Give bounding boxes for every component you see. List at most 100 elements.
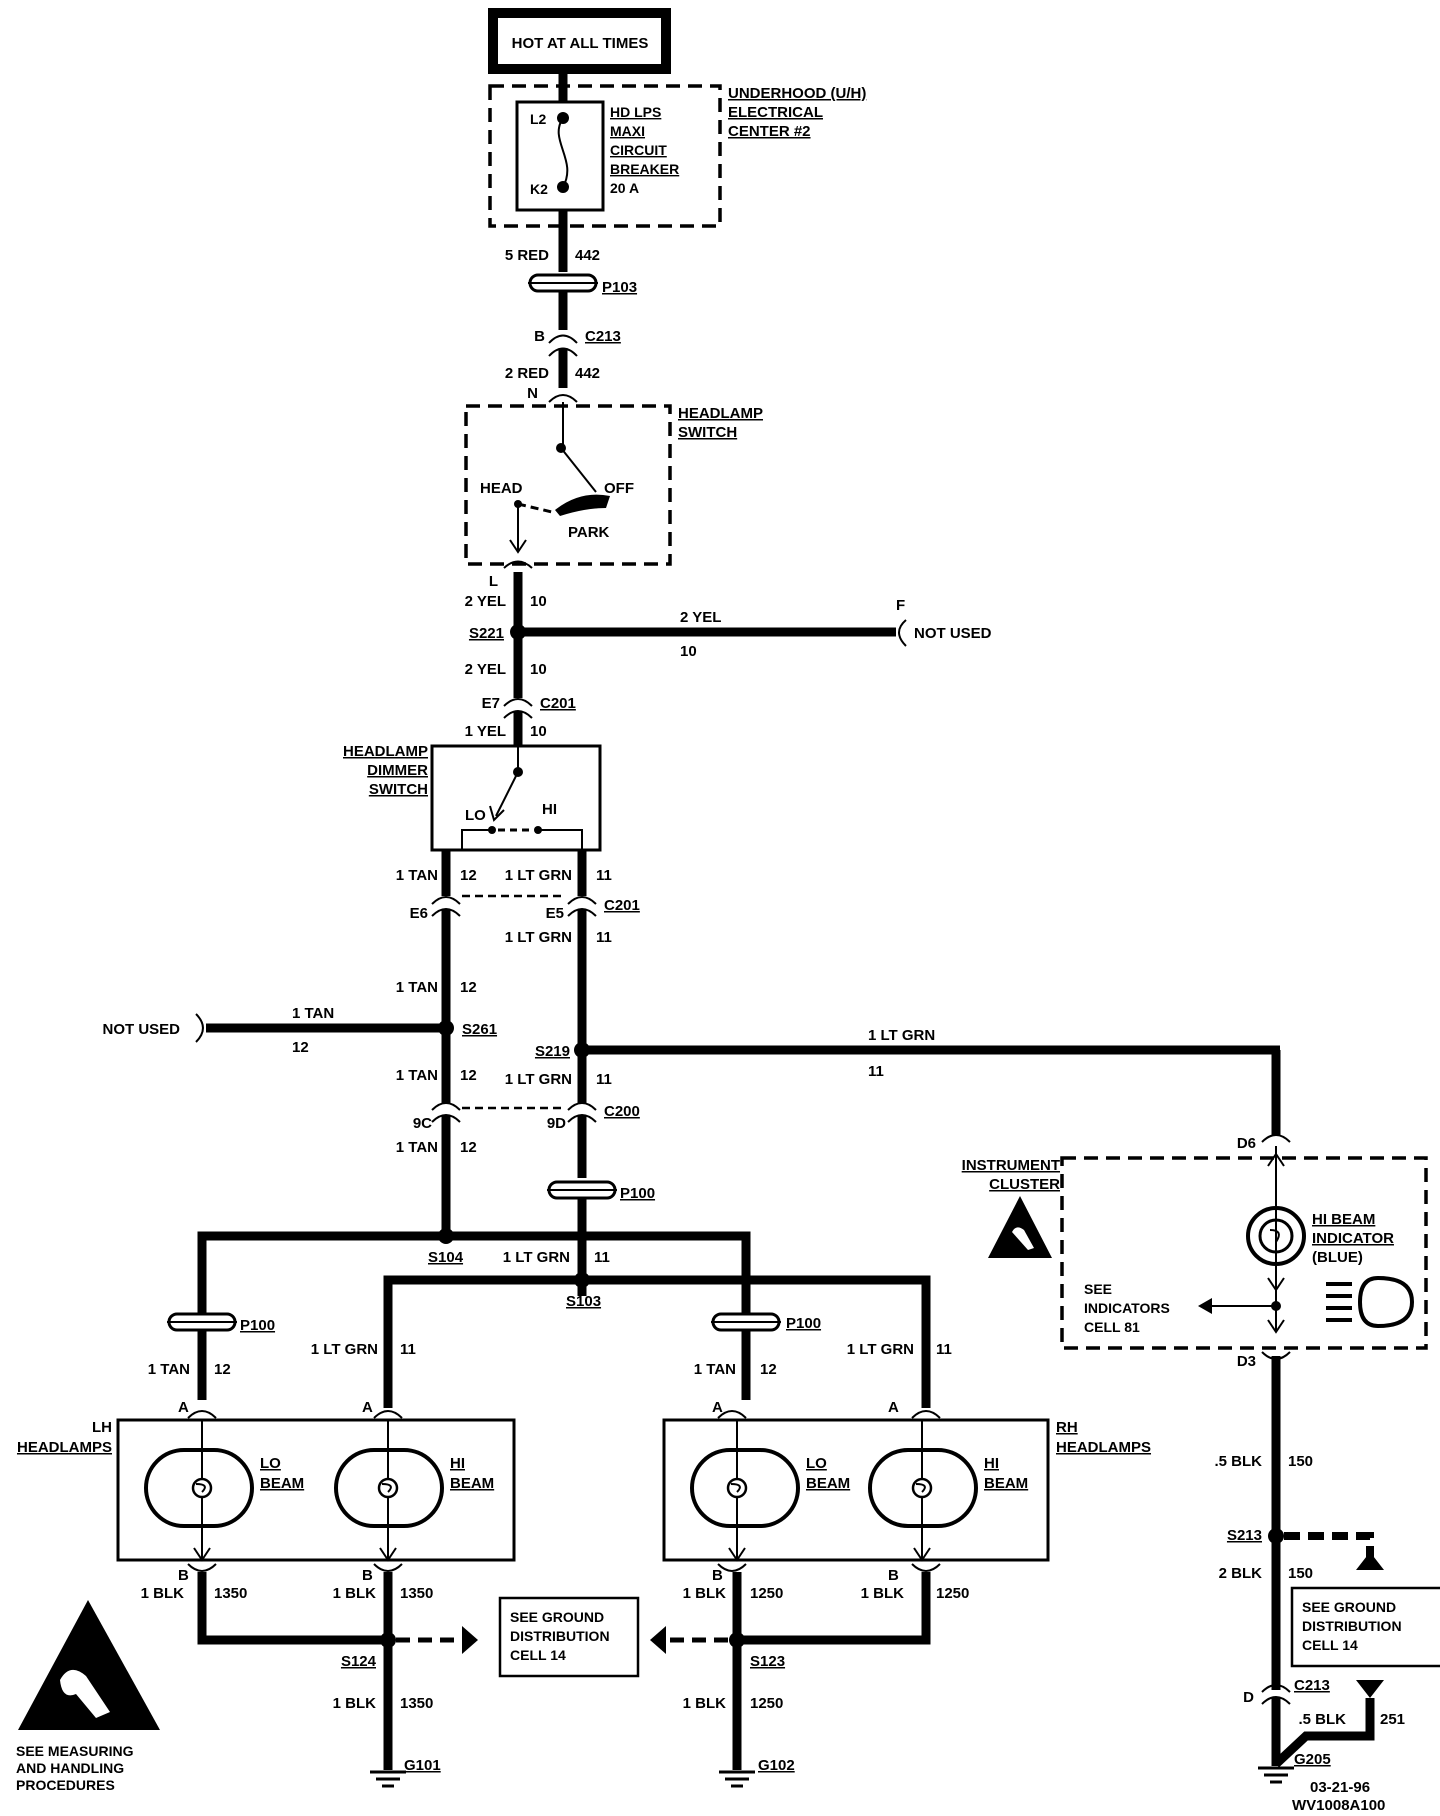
c213-bottom-name: C213	[1294, 1677, 1330, 1694]
wire-tan-circuit-4: 12	[460, 1139, 477, 1156]
wire-tan-gauge-4: 1 TAN	[396, 1139, 438, 1156]
branch-f-circuit: 10	[680, 643, 697, 660]
wire-s221-gauge: 2 YEL	[465, 661, 506, 678]
c201-mid-pin-right: E5	[546, 905, 564, 922]
rh-tan-gauge: 1 TAN	[694, 1361, 736, 1378]
wire-ltgrn-circuit-3: 11	[596, 1071, 612, 1088]
rh-ltgrn-gauge: 1 LT GRN	[847, 1341, 914, 1358]
c201-mid-pin-left: E6	[410, 905, 428, 922]
dimmer-lo-label: LO	[465, 807, 486, 824]
breaker-label-3: CIRCUIT	[610, 142, 667, 158]
wire-tan-circuit-2: 12	[460, 979, 477, 996]
ground-distribution-note-right	[1290, 1586, 1440, 1668]
splice-s104-label: S104	[428, 1249, 464, 1266]
see-indicators-3: CELL 81	[1084, 1319, 1140, 1335]
rh-ground-gauge: 1 BLK	[683, 1695, 727, 1712]
lh-lo-ground-circuit: 1350	[214, 1585, 247, 1602]
branch-s261-circuit: 12	[292, 1039, 309, 1056]
ground-g205-symbol	[1258, 1766, 1294, 1784]
splice-s104	[438, 1228, 454, 1244]
c213-top-name: C213	[585, 328, 621, 345]
rh-lo-ground-gauge: 1 BLK	[683, 1585, 727, 1602]
rh-hi-label-2: BEAM	[984, 1475, 1028, 1492]
p100-grommet-right	[711, 1312, 781, 1332]
lh-hi-label-2: BEAM	[450, 1475, 494, 1492]
underhood-electrical-center	[488, 84, 722, 228]
p103-label: P103	[602, 279, 637, 296]
breaker-label-1: HD LPS	[610, 104, 661, 120]
splice-s124-label: S124	[341, 1653, 377, 1670]
esd-note-1: SEE MEASURING	[16, 1743, 134, 1759]
wire-ltgrn-gauge-4: 1 LT GRN	[503, 1249, 570, 1266]
wire-s213-gauge: 2 BLK	[1219, 1565, 1263, 1582]
not-used-s261-label: NOT USED	[102, 1021, 180, 1038]
lh-ground-circuit: 1350	[400, 1695, 433, 1712]
wire-g205-circuit: 251	[1380, 1711, 1405, 1728]
c201-mid-name: C201	[604, 897, 640, 914]
lh-hi-beam-lamp	[334, 1420, 444, 1560]
branch-s219-circuit: 11	[868, 1063, 884, 1080]
underhood-label-1: UNDERHOOD (U/H)	[728, 85, 866, 102]
rh-pin-b-lo: B	[712, 1567, 723, 1584]
high-beam-symbol-icon	[1326, 1275, 1415, 1329]
cluster-pin-d3: D3	[1237, 1353, 1256, 1370]
splice-s123-label: S123	[750, 1653, 785, 1670]
c201-top-name: C201	[540, 695, 576, 712]
esd-note-2: AND HANDLING	[16, 1760, 124, 1776]
wire-tan-circuit-3: 12	[460, 1067, 477, 1084]
terminal-l2: L2	[530, 111, 547, 127]
see-indicators-2: INDICATORS	[1084, 1300, 1170, 1316]
lh-hi-label-1: HI	[450, 1455, 465, 1472]
lh-pin-b-hi: B	[362, 1567, 373, 1584]
wire-dimmer-in-gauge: 1 YEL	[465, 723, 506, 740]
wire-c213-circuit: 442	[575, 365, 600, 382]
rh-headlamps-label-1: RH	[1056, 1419, 1078, 1436]
lh-ltgrn-circuit: 11	[400, 1341, 416, 1358]
lh-tan-circuit: 12	[214, 1361, 231, 1378]
lh-ground-gauge: 1 BLK	[333, 1695, 377, 1712]
lh-tan-gauge: 1 TAN	[148, 1361, 190, 1378]
terminal-k2: K2	[530, 181, 548, 197]
wire-ltgrn-circuit-4: 11	[594, 1249, 610, 1266]
ground-g101-label: G101	[404, 1757, 441, 1774]
lh-pin-a-hi: A	[362, 1399, 373, 1416]
dimmer-label-1: HEADLAMP	[343, 743, 428, 760]
wire-g205-gauge: .5 BLK	[1298, 1711, 1346, 1728]
wire-ltgrn-circuit-1: 11	[596, 867, 612, 884]
ground-g102-symbol	[719, 1770, 755, 1788]
rh-hi-beam-lamp	[868, 1420, 978, 1560]
lh-lo-label-1: LO	[260, 1455, 281, 1472]
rh-pin-a-hi: A	[888, 1399, 899, 1416]
c213-top-pin: B	[534, 328, 545, 345]
wire-top-circuit: 442	[575, 247, 600, 264]
lh-headlamps-label-1: LH	[92, 1419, 112, 1436]
rh-ground-circuit: 1250	[750, 1695, 783, 1712]
lh-headlamps-box	[116, 1418, 516, 1562]
wire-s221-circuit: 10	[530, 661, 547, 678]
lh-lo-ground-gauge: 1 BLK	[141, 1585, 185, 1602]
rh-lo-beam-lamp	[690, 1420, 800, 1560]
headlamp-switch-pin-n: N	[527, 385, 538, 402]
rh-ltgrn-circuit: 11	[936, 1341, 952, 1358]
headlamp-switch-label-1: HEADLAMP	[678, 405, 763, 422]
rh-lo-label-2: BEAM	[806, 1475, 850, 1492]
rh-lo-label-1: LO	[806, 1455, 827, 1472]
p100-grommet-center	[547, 1180, 617, 1200]
wire-c213-gauge: 2 RED	[505, 365, 549, 382]
not-used-f-connector	[898, 619, 907, 647]
rh-pin-a-lo: A	[712, 1399, 723, 1416]
ground-note-right-3: CELL 14	[1302, 1637, 1358, 1653]
not-used-f-label: NOT USED	[914, 625, 992, 642]
ground-note-right-1: SEE GROUND	[1302, 1599, 1396, 1615]
underhood-label-2: ELECTRICAL	[728, 104, 823, 121]
park-contact	[555, 494, 610, 516]
switch-park-label: PARK	[568, 524, 610, 541]
cluster-ground-circuit: 150	[1288, 1453, 1313, 1470]
indicator-label-2: INDICATOR	[1312, 1230, 1394, 1247]
footer-code: WV1008A100	[1292, 1797, 1385, 1814]
rh-hi-ground-circuit: 1250	[936, 1585, 969, 1602]
dimmer-hi-label: HI	[542, 801, 557, 818]
rh-headlamps-box	[662, 1418, 1050, 1562]
wire-ltgrn-gauge-3: 1 LT GRN	[505, 1071, 572, 1088]
cluster-label-1: INSTRUMENT	[962, 1157, 1060, 1174]
